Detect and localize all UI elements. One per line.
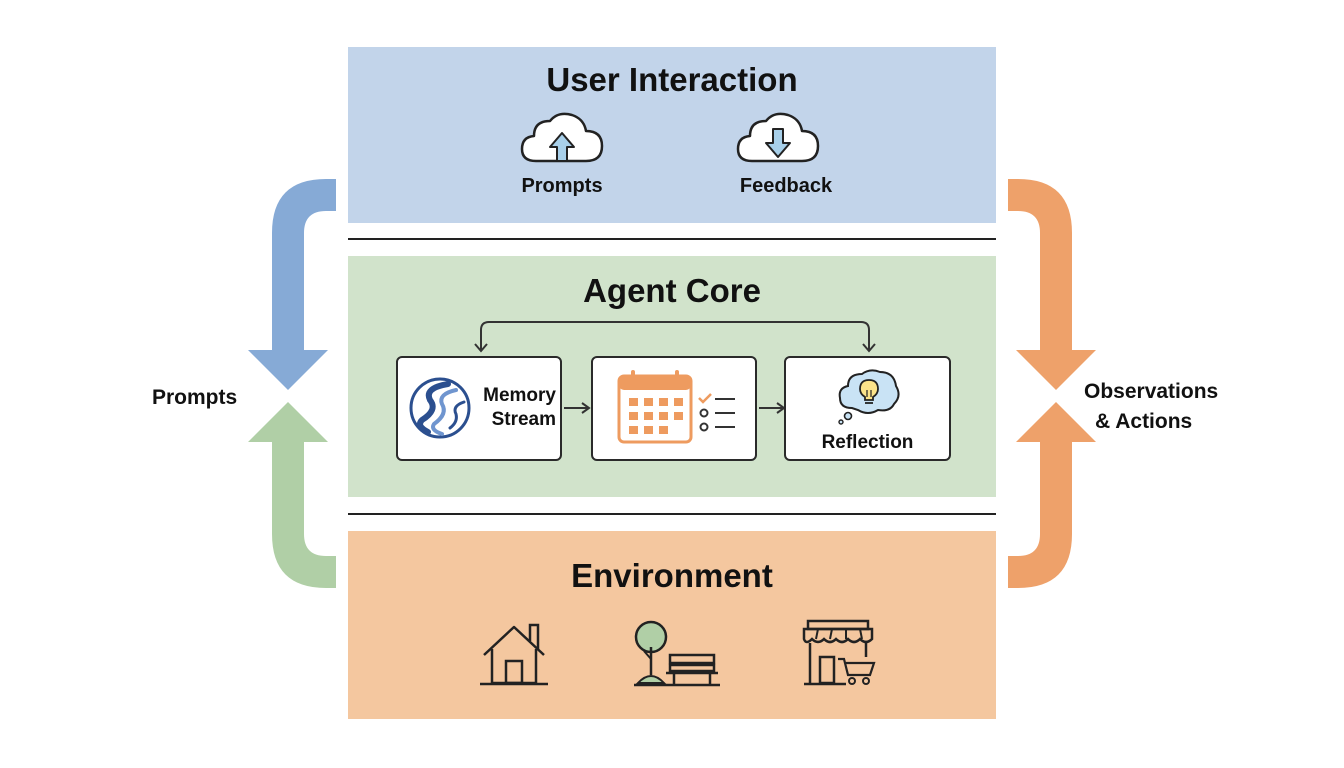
cloud-download-icon [736, 112, 820, 163]
right-up-arrow [1008, 402, 1096, 588]
calendar-checklist-icon [617, 370, 735, 444]
park-bench-icon [634, 620, 720, 687]
memory-label-line2: Stream [491, 409, 556, 430]
memory-label-line1: Memory [483, 385, 556, 406]
divider-bottom [348, 513, 996, 515]
memory-stream-label: Memory Stream [476, 384, 556, 432]
environment-title: Environment [571, 557, 773, 594]
left-up-arrow [248, 402, 336, 588]
arrow-plan-to-reflection [759, 402, 786, 414]
lightbulb-thought-icon [838, 369, 900, 425]
house-icon [480, 623, 548, 686]
reflection-card: Reflection [784, 356, 951, 461]
user-interaction-title: User Interaction [546, 61, 798, 98]
right-flow-label-line1: Observations [1084, 380, 1219, 403]
divider-top [348, 238, 996, 240]
right-flow-label-line2: & Actions [1095, 410, 1193, 433]
cloud-upload-icon [520, 112, 604, 163]
stream-icon [409, 377, 471, 439]
environment-band: Environment [348, 531, 996, 719]
memory-stream-card: Memory Stream [396, 356, 562, 461]
right-flow-label: Observations & Actions [1084, 377, 1218, 437]
arrow-memory-to-plan [564, 402, 591, 414]
core-loop-arrow [474, 321, 876, 353]
reflection-label: Reflection [821, 432, 914, 453]
left-down-arrow [248, 179, 336, 390]
user-interaction-band: User Interaction Prompts Feedback [348, 47, 996, 223]
prompts-label: Prompts [521, 175, 603, 197]
planning-card [591, 356, 757, 461]
right-down-arrow [1008, 179, 1096, 390]
store-cart-icon [802, 619, 876, 686]
left-flow-label: Prompts [152, 386, 238, 409]
agent-core-title: Agent Core [583, 272, 761, 309]
feedback-label: Feedback [739, 175, 833, 197]
